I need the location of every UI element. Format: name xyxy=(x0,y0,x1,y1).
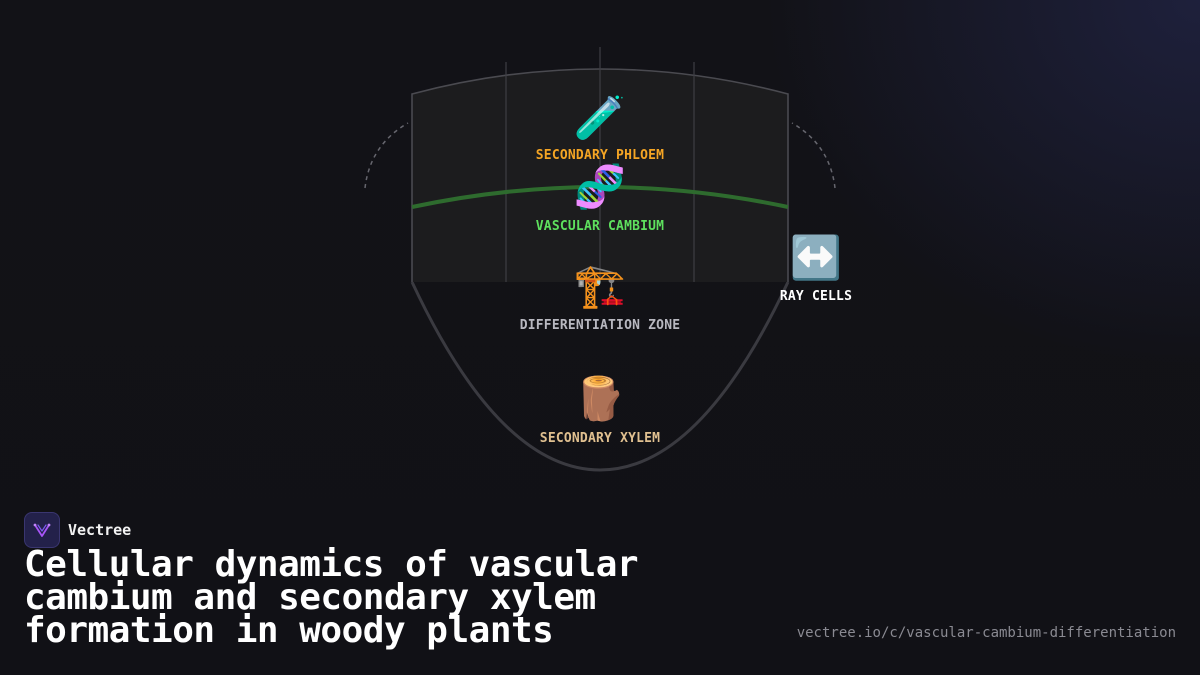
cambium-line xyxy=(411,185,789,209)
test-tube-icon: 🧪 xyxy=(573,93,627,142)
left-right-arrow-icon: ↔️ xyxy=(789,233,843,282)
brand-name: Vectree xyxy=(68,521,132,539)
secondary-phloem-label: SECONDARY PHLOEM xyxy=(535,148,665,163)
ray-cells-label: RAY CELLS xyxy=(779,289,853,304)
secondary-xylem-label: SECONDARY XYLEM xyxy=(539,431,661,446)
vectree-logo-icon xyxy=(24,512,60,548)
dna-icon: 🧬 xyxy=(573,162,627,211)
xylem-bowl-outline xyxy=(410,281,790,472)
differentiation-zone-label: DIFFERENTIATION ZONE xyxy=(519,318,681,333)
vascular-cambium-label: VASCULAR CAMBIUM xyxy=(535,219,665,234)
page-title: Cellular dynamics of vascular cambium an… xyxy=(24,544,639,651)
brand: Vectree xyxy=(24,512,131,548)
wood-log-icon: 🪵 xyxy=(573,374,627,423)
right-dashed-arc xyxy=(791,122,836,189)
page-url[interactable]: vectree.io/c/vascular-cambium-differenti… xyxy=(796,625,1176,641)
left-dashed-arc xyxy=(364,122,409,189)
crane-icon: 🏗️ xyxy=(573,261,627,310)
